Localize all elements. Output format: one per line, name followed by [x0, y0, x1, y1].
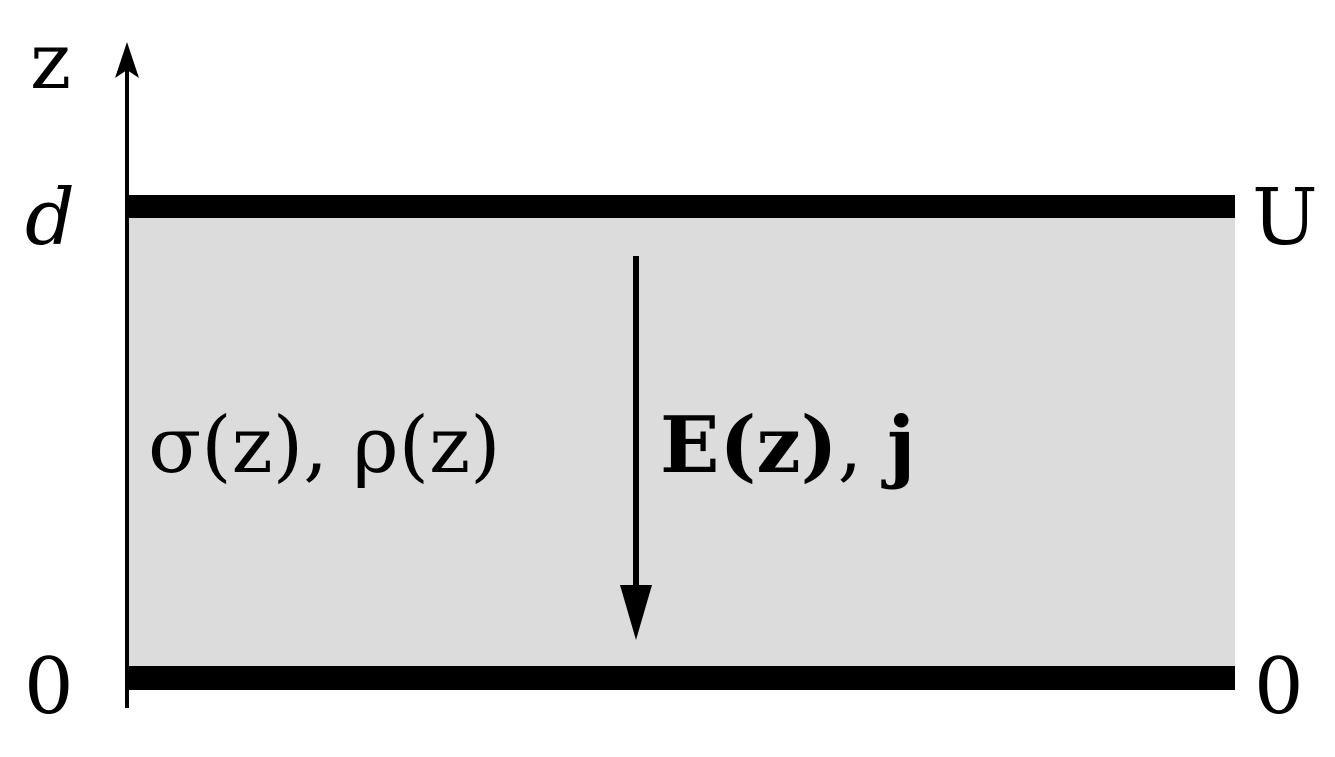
top-potential-label: U	[1252, 173, 1318, 263]
field-label: E(z), j	[660, 400, 915, 491]
field-arrowhead-icon	[620, 585, 652, 640]
z-axis-arrowhead-icon	[115, 42, 139, 78]
field-label-separator: ,	[838, 401, 888, 491]
top-plate	[127, 195, 1235, 218]
bottom-potential-label: 0	[1254, 642, 1304, 732]
current-density-symbol: j	[881, 400, 915, 491]
medium-label: σ(z), ρ(z)	[148, 401, 501, 491]
field-E-symbol: E(z)	[660, 400, 838, 491]
origin-label: 0	[24, 642, 74, 732]
z-axis-label: z	[30, 17, 71, 107]
height-label-d: d	[25, 173, 75, 263]
medium-region	[128, 216, 1235, 668]
bottom-plate	[127, 666, 1235, 690]
